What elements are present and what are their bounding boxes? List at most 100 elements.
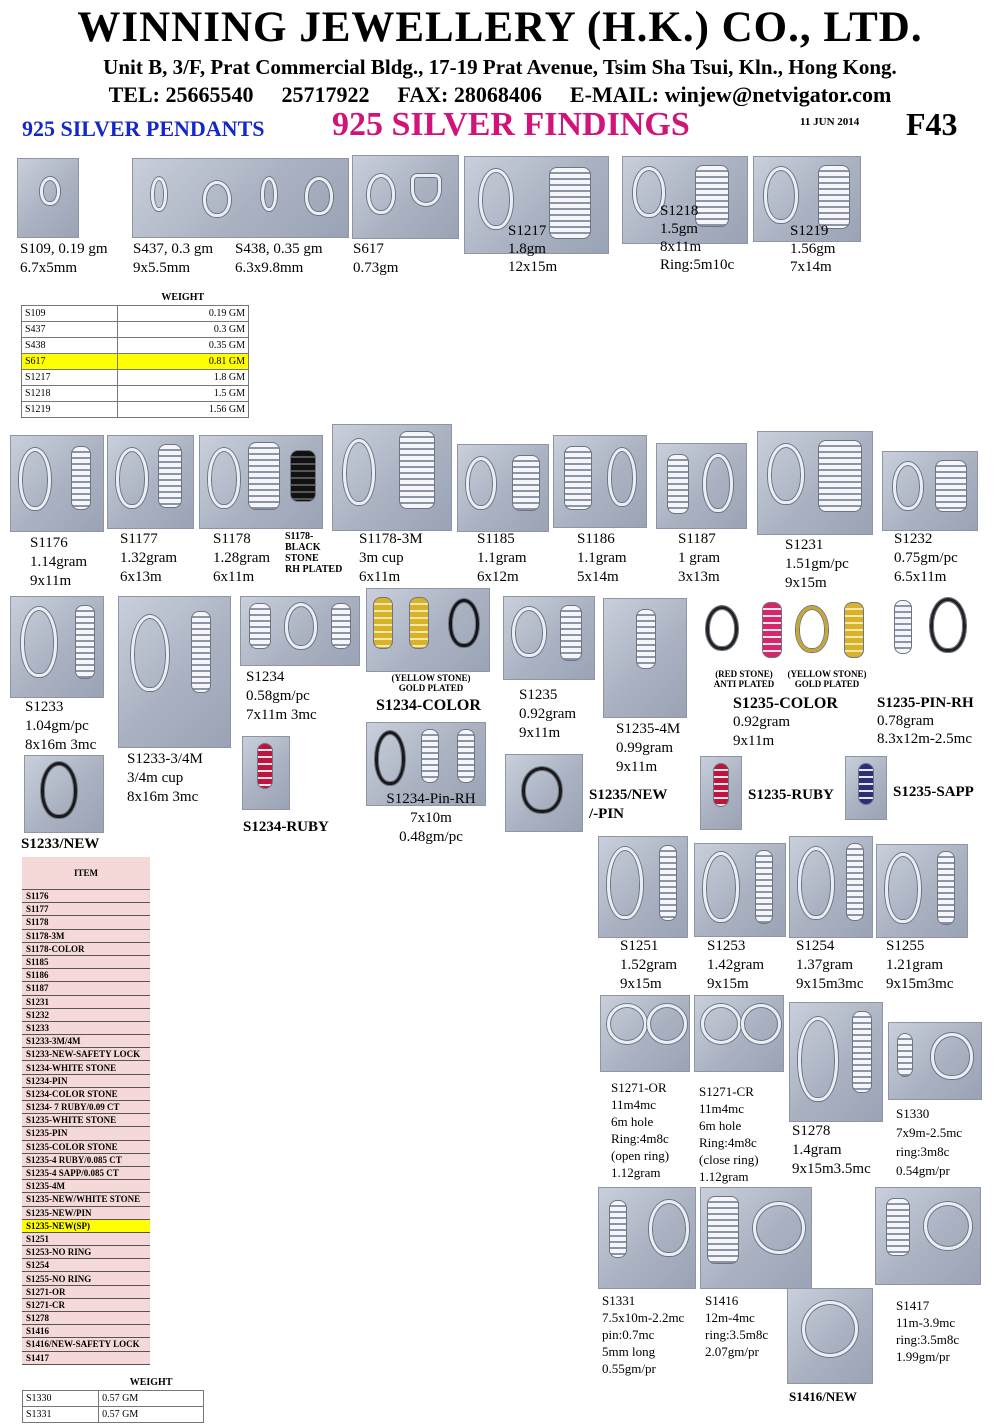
photo-s1234-pin-rh <box>366 722 486 806</box>
email: E-MAIL: winjew@netvigator.com <box>569 82 892 107</box>
weight-table-2-header: WEIGHT <box>98 1374 204 1391</box>
photo-s1251 <box>598 836 688 938</box>
weight-table-1-header: WEIGHT <box>117 289 249 306</box>
photo-s1235-sapp <box>845 756 887 820</box>
photo-s1177 <box>107 435 194 529</box>
photo-s1234-color <box>366 588 490 672</box>
photo-s1416-new <box>787 1288 873 1384</box>
photo-s1186 <box>553 435 647 528</box>
table-row: S1417 <box>22 1351 150 1365</box>
photo-s1234-ruby <box>242 736 290 810</box>
photo-s1217 <box>464 156 609 254</box>
photo-s1331 <box>598 1187 696 1289</box>
photo-s1255 <box>876 844 968 938</box>
table-row: S1187 <box>22 981 150 996</box>
photo-s1233-34m <box>118 596 231 748</box>
subtitle-findings: 925 SILVER FINDINGS <box>332 106 690 143</box>
item-table: ITEM S1176 S1177 S1178 S1178-3M S1178-CO… <box>22 857 150 1365</box>
photo-s1416 <box>700 1187 812 1289</box>
table-row: S1178 <box>22 915 150 930</box>
photo-s1233 <box>10 596 104 698</box>
caption-s1234-color-note: (YELLOW STONE)GOLD PLATED <box>391 673 471 693</box>
caption-s1235-new-pin: S1235/NEW/-PIN <box>589 787 668 822</box>
photo-s1254 <box>789 836 873 938</box>
table-row: S1232 <box>22 1008 150 1022</box>
company-address: Unit B, 3/F, Prat Commercial Bldg., 17-1… <box>103 55 897 79</box>
photo-s1235-color-yellow <box>790 598 872 666</box>
photo-s437-s438 <box>132 158 349 238</box>
caption-s1235-sapp: S1235-SAPP <box>893 784 974 800</box>
table-row: S1235-COLOR STONE <box>22 1140 150 1154</box>
table-row: S1251 <box>22 1232 150 1247</box>
table-row: S1271-CR <box>22 1298 150 1313</box>
photo-s1330 <box>888 1022 982 1100</box>
photo-s1417 <box>875 1187 981 1285</box>
page-code: F43 <box>906 106 958 142</box>
photo-s1235-4m <box>603 598 687 718</box>
fax: FAX: 28068406 <box>397 82 542 107</box>
photo-s1235-pin-rh <box>886 588 976 674</box>
table-row: S1234-COLOR STONE <box>22 1087 150 1102</box>
table-row: S1271-OR <box>22 1285 150 1299</box>
table-row: S1278 <box>22 1311 150 1326</box>
caption-s1234-color: S1234-COLOR <box>376 697 481 714</box>
photo-s1235 <box>503 596 595 680</box>
photo-s1176 <box>10 435 104 532</box>
table-row: S1235-4M <box>22 1179 150 1194</box>
tel-1: TEL: 25665540 <box>108 82 254 107</box>
caption-s1233-new: S1233/NEW <box>21 836 100 852</box>
photo-s1235-ruby <box>700 756 742 830</box>
table-row: S1185 <box>22 955 150 970</box>
photo-s1253 <box>694 843 786 937</box>
photo-s1234 <box>240 596 360 666</box>
catalog-date: 11 JUN 2014 <box>800 116 860 128</box>
table-row: S1235-NEW/PIN <box>22 1206 150 1220</box>
photo-s1187 <box>656 443 747 529</box>
table-row: S1255-NO RING <box>22 1271 150 1286</box>
photo-s1235-new-pin <box>505 754 583 832</box>
subtitle-pendants: 925 SILVER PENDANTS <box>22 116 265 141</box>
photo-s1231 <box>757 431 873 535</box>
photo-s1178-3m <box>332 424 452 531</box>
photo-s1232 <box>882 451 978 531</box>
table-row: S1233 <box>22 1021 150 1036</box>
table-row: S1178-COLOR <box>22 942 150 956</box>
caption-s1235-yellow-note: (YELLOW STONE)GOLD PLATED <box>787 669 867 689</box>
caption-s1235-red-note: (RED STONE)ANTI PLATED <box>713 669 775 689</box>
table-row: S1235-PIN <box>22 1126 150 1141</box>
table-row: S1234-WHITE STONE <box>22 1060 150 1075</box>
photo-s1271-or <box>600 995 690 1072</box>
